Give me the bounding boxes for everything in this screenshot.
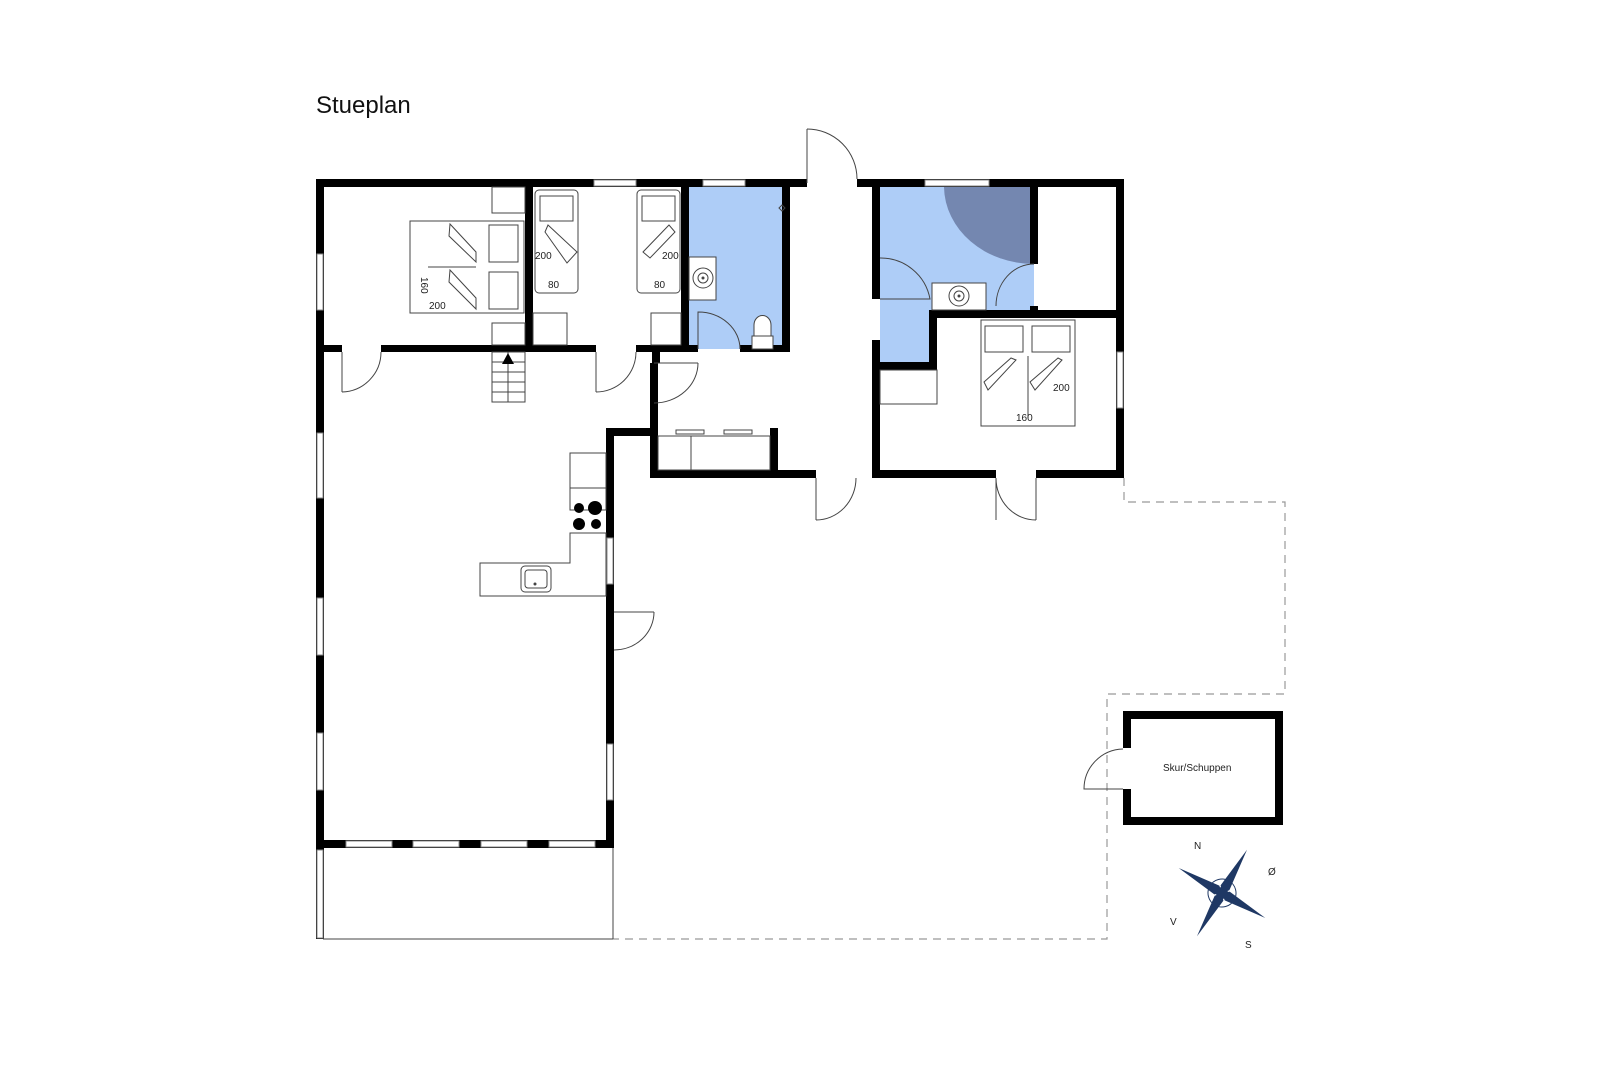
- compass-rose-icon: [1178, 849, 1266, 937]
- shower-area: [944, 187, 1034, 264]
- shed-label: Skur/Schuppen: [1163, 763, 1231, 774]
- bed1-length-label: 200: [429, 301, 446, 312]
- bed2a-length-label: 200: [535, 251, 552, 262]
- single-bed-1: 200 80: [534, 189, 579, 294]
- stairs: [491, 351, 526, 403]
- compass-south: S: [1245, 940, 1252, 951]
- terrace-outline: [613, 478, 1286, 940]
- kitchen: [479, 452, 607, 597]
- compass-west: V: [1170, 917, 1177, 928]
- stair-arrow-icon: [502, 353, 514, 364]
- bed3-length-label: 200: [1053, 383, 1070, 394]
- bed2b-length-label: 200: [662, 251, 679, 262]
- bed2b-width-label: 80: [654, 280, 666, 291]
- plan-title: Stueplan: [316, 92, 411, 119]
- doors: [341, 128, 1124, 790]
- double-bed-bedroom1: 200 160: [409, 220, 525, 314]
- furniture: 200 160 200 80 200 80: [409, 186, 1076, 597]
- compass-north: N: [1194, 841, 1201, 852]
- single-bed-2: 200 80: [636, 189, 681, 294]
- bed2a-width-label: 80: [548, 280, 560, 291]
- bed1-width-label: 160: [418, 277, 429, 294]
- compass-east: Ø: [1268, 867, 1276, 878]
- bathroom-right: [880, 187, 1034, 366]
- shed: Skur/Schuppen: [1123, 711, 1283, 825]
- windows: [316, 179, 1124, 939]
- double-bed-bedroom3: 200 160: [980, 319, 1076, 427]
- bed3-width-label: 160: [1016, 413, 1033, 424]
